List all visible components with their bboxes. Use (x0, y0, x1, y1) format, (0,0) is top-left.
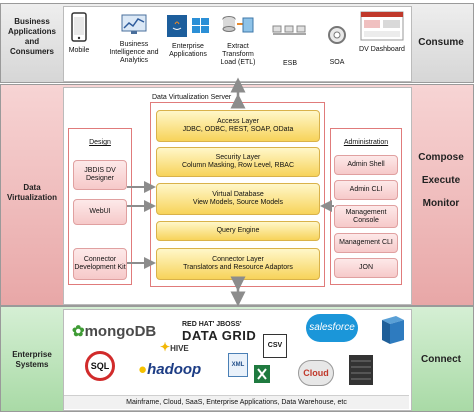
dv-designer: JBDIS DV Designer (73, 160, 127, 190)
mongodb-text: mongoDB (84, 323, 157, 340)
hive-logo: ✦HIVE (160, 340, 189, 354)
consumer-label: DV Dashboard (359, 46, 405, 53)
webui: WebUI (73, 199, 127, 225)
admin-shell: Admin Shell (334, 155, 398, 175)
redhat-line2: DATA GRID (182, 328, 257, 343)
layer-title: Connector Layer (212, 255, 264, 263)
design-item-label: WebUI (89, 208, 111, 215)
admin-item-label: Management Console (345, 208, 387, 224)
consumer-mobile: Mobile (64, 12, 94, 55)
consumer-label: Enterprise Applications (169, 43, 207, 58)
consumer-label: ESB (282, 60, 297, 67)
access-layer: Access Layer JDBC, ODBC, REST, SOAP, ODa… (156, 110, 320, 142)
enterprise-footer: Mainframe, Cloud, SaaS, Enterprise Appli… (64, 395, 409, 409)
band-right-monitor: Monitor (422, 198, 460, 209)
salesforce-text: salesforce (309, 322, 355, 333)
consumer-label: Business Intelligence and Analytics (109, 41, 159, 64)
layer-title: Security Layer (215, 153, 261, 161)
jon: JON (334, 258, 398, 278)
mobile-icon (71, 12, 87, 42)
band-right-connect: Connect (421, 354, 461, 365)
hadoop-text: hadoop (147, 361, 202, 378)
analytics-icon (121, 14, 147, 34)
consumer-label: Extract Transform Load (ETL) (220, 43, 256, 66)
sql-text: SQL (90, 361, 110, 371)
band-right-execute: Execute (421, 175, 461, 186)
admin-item-label: Management CLI (339, 239, 393, 246)
layer-detail: View Models, Source Models (192, 199, 284, 206)
consumer-etl: Extract Transform Load (ETL) (216, 14, 260, 67)
dv-server-title: Data Virtualization Server (152, 94, 232, 101)
band-right-consume: Consume (418, 37, 464, 48)
design-item-label: JBDIS DV Designer (84, 167, 116, 182)
layer-title: Query Engine (216, 226, 260, 234)
hive-text: HIVE (170, 344, 189, 353)
design-item-label: Connector Development Kit (74, 256, 126, 271)
consumer-label: Mobile (68, 47, 90, 54)
consumer-dv-dashboard: DV Dashboard (356, 11, 408, 54)
security-layer: Security Layer Column Masking, Row Level… (156, 147, 320, 177)
band-right-compose: Compose (418, 152, 464, 163)
management-cli: Management CLI (334, 233, 398, 253)
mongodb-logo: ✿mongoDB (72, 323, 157, 340)
band-label-data-virtualization: Data Virtualization (6, 183, 58, 202)
admin-item-label: Admin Shell (347, 161, 385, 168)
soa-icon (328, 26, 346, 44)
admin-cli: Admin CLI (334, 180, 398, 200)
consumer-bi: Business Intelligence and Analytics (108, 14, 160, 65)
consumer-soa: SOA (322, 24, 352, 67)
layer-title: Access Layer (216, 117, 260, 125)
csv-logo: CSV (263, 334, 287, 358)
consumer-enterprise-apps: Enterprise Applications (162, 14, 214, 59)
band-label-enterprise-systems: Enterprise Systems (12, 350, 52, 369)
design-title: Design (89, 139, 111, 146)
band-label-consumers: Business Applications and Consumers (7, 17, 56, 56)
virtual-database: Virtual Database View Models, Source Mod… (156, 183, 320, 215)
layer-detail: JDBC, ODBC, REST, SOAP, OData (182, 126, 294, 133)
server-cube-icon (382, 316, 404, 344)
xml-logo: XML (228, 353, 248, 377)
java-windows-icon (167, 15, 209, 37)
cloud-logo: Cloud (298, 360, 334, 386)
etl-icon (222, 16, 254, 33)
esb-icon (272, 25, 306, 35)
connector-layer: Connector Layer Translators and Resource… (156, 248, 320, 280)
cloud-text: Cloud (303, 368, 329, 378)
server-rack-icon (349, 355, 373, 385)
sql-logo: SQL (85, 351, 115, 381)
dashboard-icon (360, 11, 404, 41)
redhat-jboss-logo: RED HAT' JBOSS' DATA GRID (182, 321, 256, 343)
redhat-line1: RED HAT' JBOSS' (182, 321, 242, 328)
administration-title: Administration (343, 139, 389, 146)
consumers-panel (63, 6, 412, 82)
excel-icon (254, 365, 270, 383)
csv-text: CSV (267, 342, 283, 349)
layer-detail: Column Masking, Row Level, RBAC (181, 162, 295, 169)
hadoop-logo: ●hadoop (138, 361, 202, 378)
query-engine: Query Engine (156, 221, 320, 241)
connector-development-kit: Connector Development Kit (73, 248, 127, 280)
salesforce-logo: salesforce (306, 314, 358, 342)
consumer-label: SOA (329, 59, 345, 66)
xml-text: XML (231, 362, 245, 368)
consumer-esb: ESB (270, 22, 310, 68)
admin-item-label: JON (359, 264, 373, 271)
admin-item-label: Admin CLI (349, 186, 383, 193)
layer-title: Virtual Database (212, 190, 264, 198)
management-console: Management Console (334, 205, 398, 228)
layer-detail: Translators and Resource Adaptors (183, 264, 293, 271)
